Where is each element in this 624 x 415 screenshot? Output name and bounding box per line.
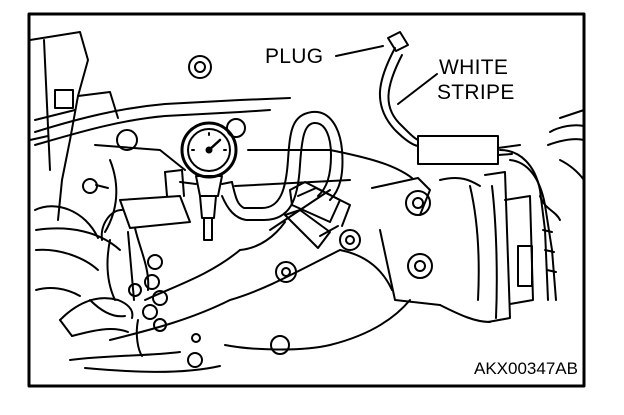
white-stripe-label-line1: WHITE [439,56,509,79]
figure-code: AKX00347AB [474,359,578,378]
left-pipe [34,97,291,146]
plug-leader-line [335,45,384,57]
regulator-body [371,171,534,323]
white-stripe-leader-line [397,73,438,105]
leader-lines [335,45,438,105]
hose-connector [275,181,361,283]
white-stripe-hose [379,31,419,147]
white-stripe-label-line2: STRIPE [437,81,515,104]
plug-label: PLUG [265,45,324,68]
hand-holding-part [35,227,134,337]
hose-plug [387,31,409,52]
wiring-harness [499,109,585,301]
intake-manifold [69,144,413,373]
figure-frame [27,12,586,388]
throttle-body [100,169,191,357]
pressure-gauge [179,121,238,241]
engine-block [29,31,119,239]
vacuum-hose [221,110,344,221]
hose-junction-box [417,135,521,165]
